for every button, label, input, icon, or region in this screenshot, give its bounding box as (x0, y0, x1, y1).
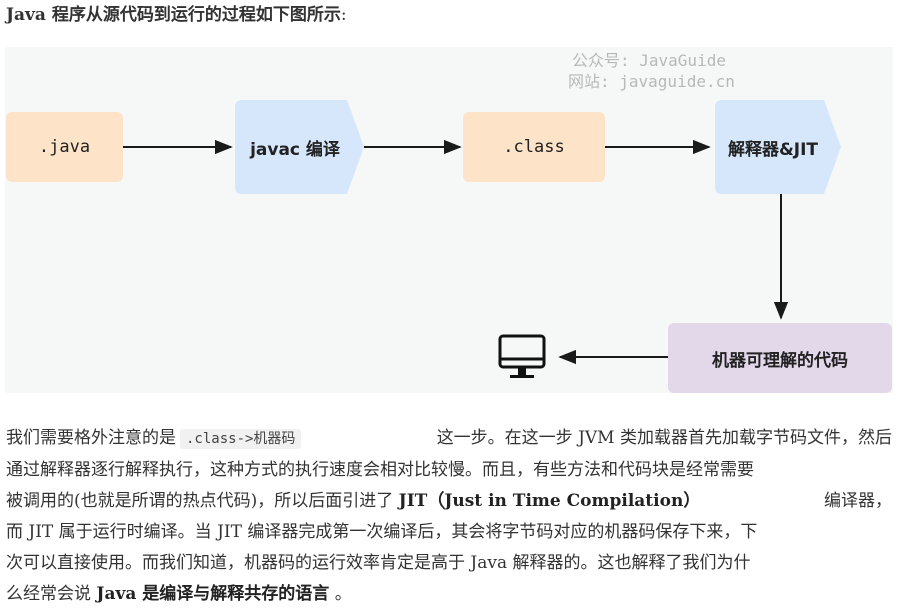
paragraph-text: 我们需要格外注意的是 (6, 428, 176, 448)
class-file-node: .class (463, 112, 605, 182)
paragraph-text: 编译器， (824, 491, 892, 511)
paragraph-text: 而 JIT 属于运行时编译。当 JIT 编译器完成第一次编译后，其会将字节码对应… (6, 522, 758, 542)
paragraph-line-4: 而 JIT 属于运行时编译。当 JIT 编译器完成第一次编译后，其会将字节码对应… (6, 517, 892, 548)
inline-code: .class->机器码 (180, 429, 302, 449)
explanation-paragraph: 我们需要格外注意的是.class->机器码 这一步。在这一步 JVM 类加载器首先… (6, 423, 892, 610)
paragraph-line-1: 我们需要格外注意的是.class->机器码 这一步。在这一步 JVM 类加载器首先… (6, 423, 892, 455)
machine-code-node: 机器可理解的代码 (668, 323, 892, 393)
paragraph-line-3: 被调用的(也就是所谓的热点代码)，所以后面引进了 JIT（Just in Tim… (6, 486, 892, 517)
computer-monitor-icon (498, 334, 546, 378)
paragraph-text: 被调用的(也就是所谓的热点代码)，所以后面引进了 (6, 491, 394, 511)
paragraph-text: 这一步。在这一步 JVM 类加载器首先加载字节码文件，然后 (436, 428, 892, 448)
javac-label: javac 编译 (250, 139, 340, 160)
heading-colon: : (340, 5, 347, 25)
conclusion-bold: Java 是编译与解释共存的语言 (96, 584, 330, 604)
paragraph-text: 次可以直接使用。而我们知道，机器码的运行效率肯定是高于 Java 解释器的。这也… (6, 553, 751, 573)
paragraph-text: 。 (334, 584, 352, 604)
heading-text: Java 程序从源代码到运行的过程如下图所示 (6, 5, 341, 25)
javac-box-shape (235, 100, 364, 194)
paragraph-text: 么经常会说 (6, 584, 91, 604)
watermark-line-2: 网站: javaguide.cn (568, 72, 735, 91)
java-source-label: .java (38, 137, 91, 157)
paragraph-line-6: 么经常会说 Java 是编译与解释共存的语言 。 (6, 579, 892, 610)
paragraph-line-5: 次可以直接使用。而我们知道，机器码的运行效率肯定是高于 Java 解释器的。这也… (6, 548, 892, 579)
java-source-node: .java (6, 112, 123, 182)
machine-code-label: 机器可理解的代码 (712, 350, 848, 371)
paragraph-text: 通过解释器逐行解释执行，这种方式的执行速度会相对比较慢。而且，有些方法和代码块是… (6, 460, 754, 480)
interpreter-jit-node: 解释器&JIT (715, 100, 831, 194)
watermark-line-1: 公众号: JavaGuide (572, 51, 726, 70)
diagram-shapes (123, 100, 841, 378)
interpreter-jit-label: 解释器&JIT (727, 139, 819, 160)
compile-process-diagram: 公众号: JavaGuide 网站: javaguide.cn .java ja… (5, 47, 893, 393)
class-file-label: .class (503, 137, 565, 157)
javac-node: javac 编译 (235, 100, 355, 194)
paragraph-line-2: 通过解释器逐行解释执行，这种方式的执行速度会相对比较慢。而且，有些方法和代码块是… (6, 455, 892, 486)
section-heading: Java 程序从源代码到运行的过程如下图所示: (6, 2, 347, 28)
interpreter-box-shape (715, 100, 841, 194)
jit-term: JIT（Just in Time Compilation） (398, 491, 701, 511)
